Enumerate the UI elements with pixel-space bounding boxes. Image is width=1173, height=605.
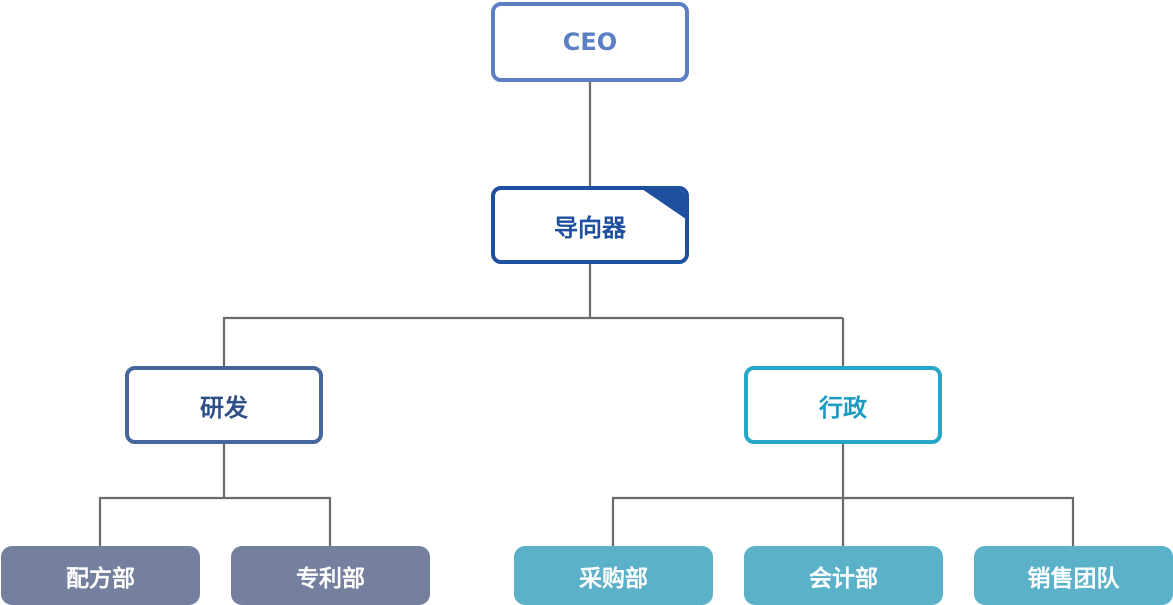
node-ceo: CEO — [491, 2, 689, 82]
node-patent-dept: 专利部 — [231, 546, 430, 605]
node-formula-dept-label: 配方部 — [66, 565, 135, 592]
node-rd: 研发 — [125, 366, 323, 444]
node-admin-label: 行政 — [819, 393, 867, 422]
node-purchasing-dept: 采购部 — [514, 546, 713, 605]
node-sales-team-label: 销售团队 — [1027, 565, 1120, 592]
node-accounting-dept: 会计部 — [744, 546, 943, 605]
node-ceo-label: CEO — [562, 28, 618, 56]
node-formula-dept: 配方部 — [1, 546, 200, 605]
node-sales-team: 销售团队 — [974, 546, 1173, 605]
node-admin: 行政 — [744, 366, 942, 444]
node-rd-label: 研发 — [200, 393, 248, 422]
node-guide: 导向器 — [491, 186, 689, 264]
node-patent-dept-label: 专利部 — [296, 565, 365, 592]
node-accounting-dept-label: 会计部 — [809, 565, 878, 592]
node-guide-label: 导向器 — [554, 213, 626, 242]
node-purchasing-dept-label: 采购部 — [579, 565, 648, 592]
corner-fold-icon — [642, 190, 685, 219]
